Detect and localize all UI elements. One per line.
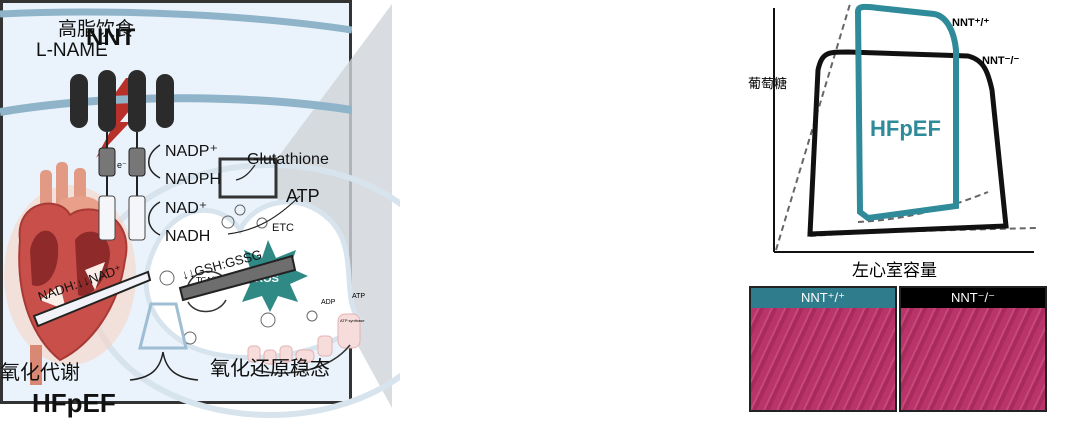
x-axis-label: 左心室容量 [852,261,937,281]
loop-label: HFpEF [870,116,941,141]
glutathione-label: Glutathione [247,151,329,168]
heart-label: HFpEF [32,388,116,418]
outer-membrane [0,8,352,34]
pv-loop-ko [807,49,1009,237]
trigger-subtitle: L-NAME [36,40,108,61]
legend-ko: NNT⁻/⁻ [982,55,1019,67]
histology-ko: NNT⁻/⁻ [899,286,1047,412]
nad-plus-label: NAD⁺ [165,200,208,217]
seesaw-left-plank [32,270,152,328]
outcome-left-label: 氧化代谢 [0,360,80,384]
etc-complexes [247,313,361,365]
tca-cycle-arrow [187,299,227,313]
pv-loop-wt [854,3,959,222]
atp-label: ATP [286,186,320,206]
nnt-protein-icon [70,70,174,241]
trigger-title: 高脂饮食 [58,18,135,40]
legend-wt: NNT⁺/⁺ [952,17,989,29]
nadh-label: NADH [165,228,211,245]
electron-label: e⁻ [117,160,127,170]
adp-label: ADP [321,299,336,306]
nadph-label: NADPH [165,171,222,188]
zoom-box [218,157,278,199]
seesaw-right-plank [178,254,297,302]
atp-label: ATP [352,293,365,300]
atp-synthase-label: ATP synthase [340,318,365,323]
outcome-right-label: 氧化还原稳态 [210,356,330,380]
histology-wt-image [751,308,895,410]
etc-label: ETC [272,222,294,234]
histology-ko-label: NNT⁻/⁻ [901,288,1045,308]
pv-loop-diagram: HFpEF NNT⁺/⁺ NNT⁻/⁻ 葡萄糖 左心室容量 [748,3,1039,281]
inner-membrane [0,94,352,116]
histology-wt: NNT⁺/⁺ [749,286,897,412]
y-axis-label: 葡萄糖 [748,76,787,92]
nadp-plus-label: NADP⁺ [165,143,218,160]
espvr-line [775,3,851,251]
seesaw-fulcrum [138,302,188,350]
nnt-title: NNT [86,24,136,51]
nnt-panel: NNT e⁻ NADP⁺ NADPH Glutathione NAD⁺ NADH… [0,0,352,404]
nnt-diagram [0,8,352,381]
histology-ko-image [901,308,1045,410]
proton-flow-arrow [254,344,351,374]
histology-wt-label: NNT⁺/⁺ [751,288,895,308]
zoom-wedge [276,4,392,408]
o2-radicals [159,204,318,345]
